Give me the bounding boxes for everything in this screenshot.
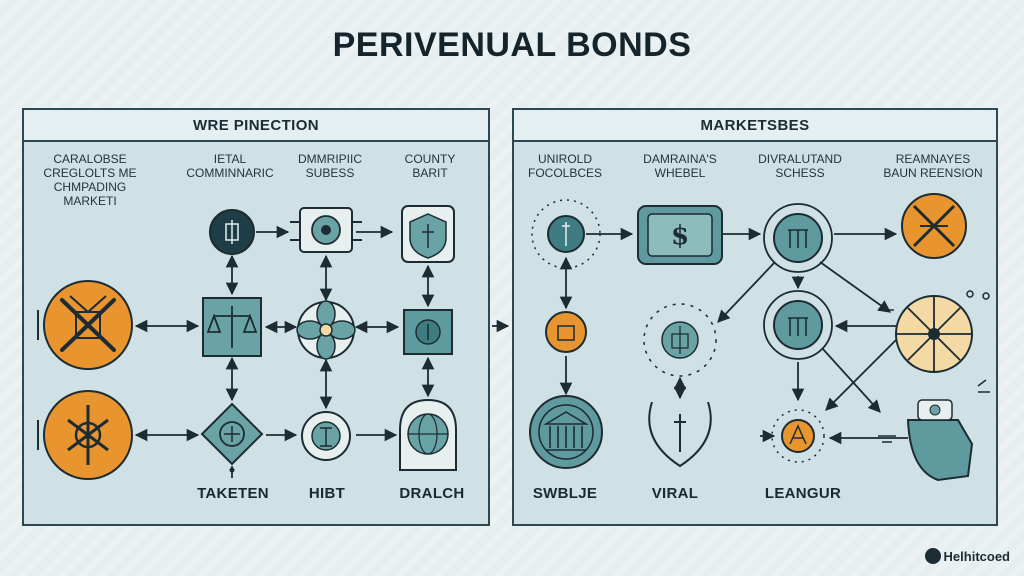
crossed-tools-icon	[43, 280, 133, 370]
right-col-label-2: DAMRAINA'S WHEBEL	[643, 152, 717, 180]
logo-text: Helhitcoed	[943, 548, 1010, 564]
flower-ornament-icon	[296, 300, 356, 360]
right-col-label-1: UNIROLD FOCOLBCES	[527, 152, 602, 180]
target-coin-icon	[771, 409, 825, 463]
globe-icon	[399, 398, 457, 471]
left-panel-header: WRE PINECTION	[24, 110, 488, 142]
svg-text:$: $	[671, 221, 689, 251]
shield-document-icon	[401, 205, 455, 263]
page-title: PERIVENUAL BONDS	[332, 26, 692, 64]
right-col-label-3: DIVRALUTAND SCHESS	[758, 152, 842, 180]
left-bottom-label-3: DRALCH	[399, 485, 465, 502]
logo-mark-icon	[924, 548, 941, 564]
right-bottom-label-1: SWBLJE	[532, 485, 598, 502]
right-bottom-label-3: LEANGUR	[764, 485, 842, 502]
orange-x-icon	[901, 193, 967, 259]
dotted-coin-icon	[531, 199, 601, 269]
sunburst-gauge-icon	[643, 303, 717, 377]
left-bottom-label-1: TAKETEN	[197, 485, 269, 502]
dollar-icon: $	[637, 205, 723, 265]
emblem-icon	[43, 390, 133, 480]
left-col-label-4: COUNTY BARIT	[404, 152, 456, 180]
node-icon-top	[763, 203, 833, 273]
right-panel-header: MARKETSBES	[514, 110, 996, 142]
left-bottom-label-2: HIBT	[308, 485, 346, 502]
balance-scale-icon	[202, 297, 262, 357]
brand-logo: Helhitcoed	[924, 548, 1010, 564]
right-bottom-label-2: VIRAL	[651, 485, 699, 502]
framed-coin-icon	[403, 309, 453, 355]
hand-money-icon	[906, 399, 974, 482]
right-col-label-4: REAMNAYES BAUN REENSION	[883, 152, 983, 180]
gear-machine-icon	[290, 207, 362, 253]
left-col-label-3: DMMRIPIIC SUBESS	[298, 152, 362, 180]
medallion-icon	[301, 411, 351, 461]
bank-building-icon	[529, 395, 603, 469]
left-col-label-2: IETAL COMMINNARIC	[186, 152, 274, 180]
dark-coin-icon	[209, 209, 255, 255]
compass-icon	[895, 295, 973, 373]
pen-icon	[648, 401, 712, 468]
diamond-seal-icon	[200, 402, 264, 466]
node-icon-middle	[763, 290, 833, 360]
orange-coin-icon	[545, 311, 587, 353]
left-col-label-1: CARALOBSE CREGLOLTS ME CHMPADING MARKETI	[43, 152, 137, 208]
